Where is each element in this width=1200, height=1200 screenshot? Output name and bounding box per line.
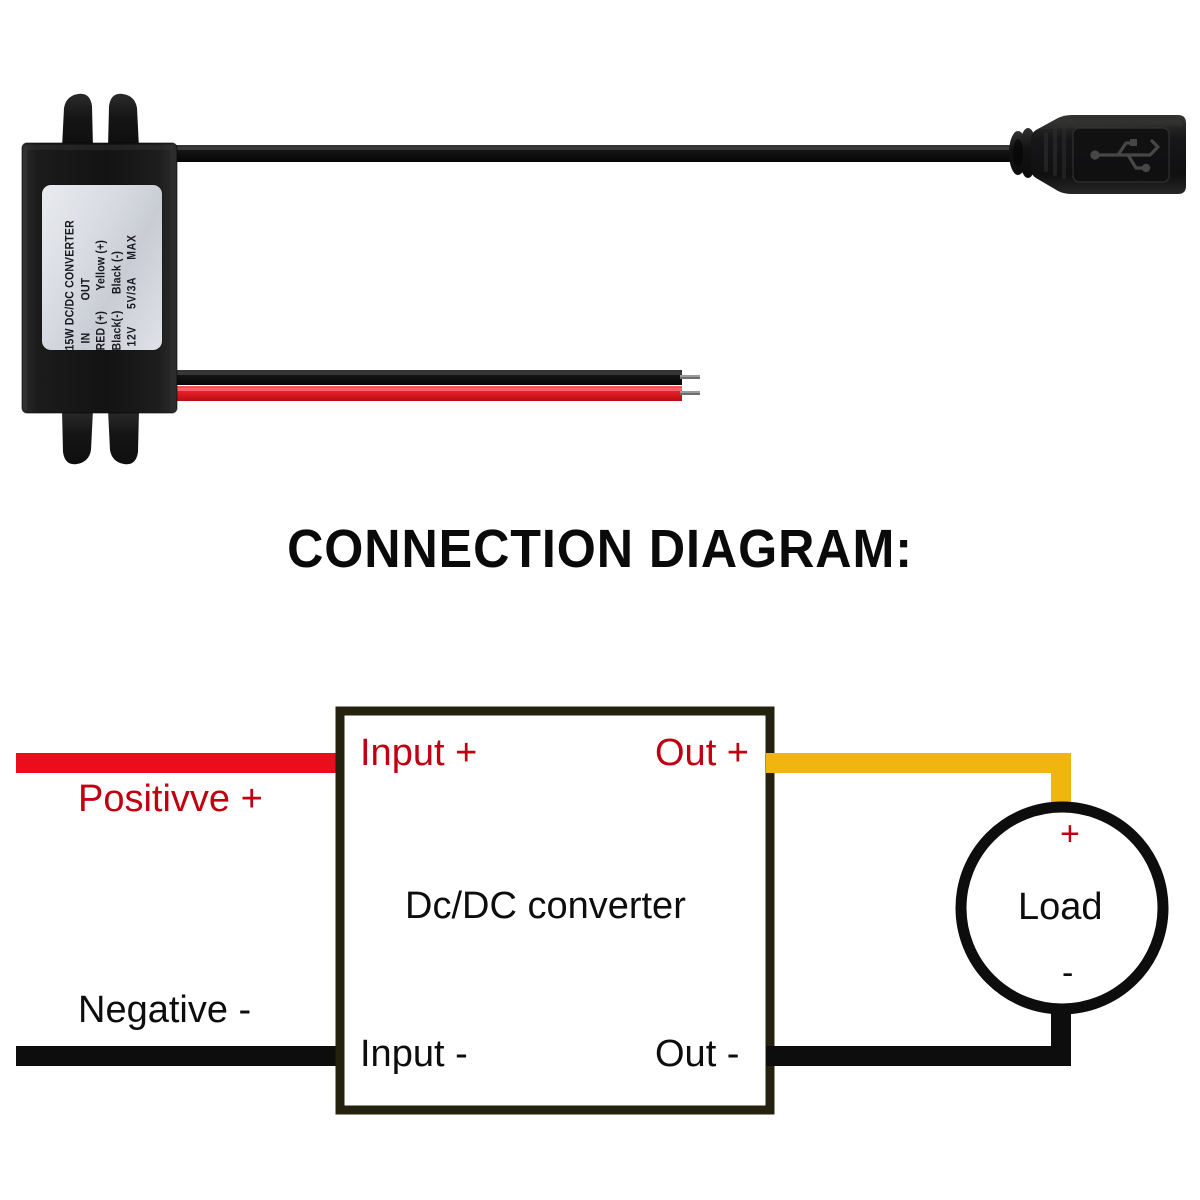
terminal-label-input-negative: Input - <box>360 1033 468 1075</box>
load-symbol <box>955 801 1169 1015</box>
usb-a-female-connector <box>1031 115 1186 194</box>
load-positive-marker: + <box>1060 815 1080 853</box>
mounting-tab-bottom-left <box>62 410 93 465</box>
source-positive-label: Positivve + <box>78 778 263 820</box>
terminal-label-input-positive: Input + <box>360 732 478 774</box>
load-label: Load <box>1018 886 1103 928</box>
input-black-wire <box>170 370 700 385</box>
terminal-label-output-negative: Out - <box>655 1033 740 1075</box>
source-negative-wire <box>16 1046 344 1066</box>
converter-spec-label: 15W DC/DC CONVERTER IN OUT RED (+) Yello… <box>42 185 162 350</box>
load-negative-marker: - <box>1062 954 1074 992</box>
usb-output-cable <box>168 145 1030 162</box>
output-negative-wire <box>766 1000 1071 1066</box>
input-red-wire <box>170 386 700 401</box>
source-negative-label: Negative - <box>78 989 252 1031</box>
output-positive-wire <box>766 753 1071 815</box>
source-positive-wire <box>16 753 344 773</box>
mounting-tab-bottom-right <box>108 410 139 465</box>
converter-box-label: Dc/DC converter <box>405 885 686 927</box>
page-title: CONNECTION DIAGRAM: <box>287 519 913 579</box>
terminal-label-output-positive: Out + <box>655 732 749 774</box>
mounting-tab-top-left <box>62 93 93 148</box>
product-photo: 15W DC/DC CONVERTER IN OUT RED (+) Yello… <box>0 0 1200 500</box>
usb-trident-icon <box>1090 139 1160 173</box>
converter-box <box>335 706 775 1115</box>
mounting-tab-top-right <box>108 93 139 148</box>
